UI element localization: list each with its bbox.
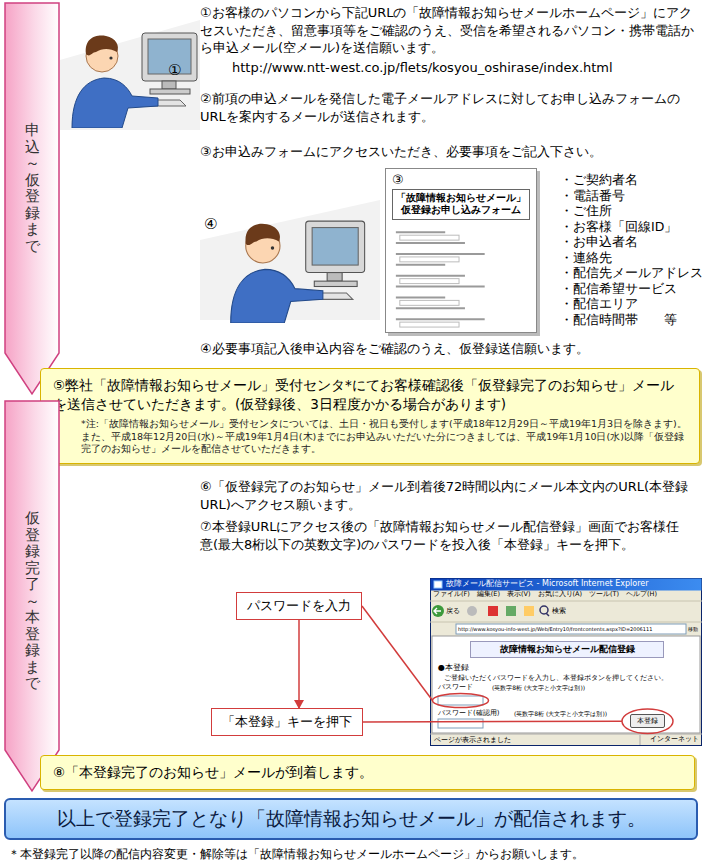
field-item: ・配信先メールアドレス <box>560 265 703 282</box>
phase-band: 申込～仮登録まで <box>4 2 60 395</box>
field-item: ・配信希望サービス <box>560 281 677 298</box>
step-text: ④必要事項記入後申込内容をご確認のうえ、仮登録送信願います。 <box>200 340 589 358</box>
leader-line <box>363 720 622 722</box>
field-item: ・連絡先 <box>560 250 612 267</box>
browser-screenshot: 故障メール配信サービス - Microsoft Internet Explore… <box>430 578 702 746</box>
person-at-computer <box>72 33 197 128</box>
step-box: ⑤弊社「故障情報お知らせメール」受付センタ*にてお客様確認後「仮登録完了のお知ら… <box>40 368 700 464</box>
callout-number: ④ <box>204 214 217 234</box>
step-text: ⑥「仮登録完了のお知らせ」メール到着後72時間以内にメール本文内のURL(本登録… <box>200 478 690 513</box>
person-at-computer <box>231 221 365 323</box>
button: 本登録 <box>630 714 665 728</box>
banner-text: 以上で登録完了となり「故障情報お知らせメール」が配信されます。 <box>16 806 686 832</box>
toolbar-label: 検索 <box>552 607 566 615</box>
step-text: ②前項の申込メールを発信した電子メールアドレスに対してお申し込みフォームのURL… <box>200 90 700 125</box>
callout-box: 「本登録」キーを押下 <box>211 708 363 736</box>
url-text: http://www.ntt-west.co.jp/flets/kosyou_o… <box>232 59 613 77</box>
field-item: ・お申込者名 <box>560 234 638 251</box>
highlight-circle <box>622 709 673 733</box>
step-text: ①お客様のパソコンから下記URLの「故障情報お知らせメールホームページ」にアクセ… <box>200 4 700 57</box>
field-label: パスワード <box>438 683 473 691</box>
field-item: ・配信エリア <box>560 296 638 313</box>
phase-label: 仮登録完了～本登録まで <box>25 510 40 692</box>
status-text: インターネット <box>650 736 699 744</box>
field-item: ・ご契約者名 <box>560 172 638 189</box>
address-url: http://www.kosyou-info-west.jp/Web/Entry… <box>458 626 652 632</box>
field-item: ・電話番号 <box>560 188 625 205</box>
field-hint: (英数字8桁 (大文字と小文字は別)) <box>492 684 585 691</box>
step-box: ⑧「本登録完了のお知らせ」メールが到着します。 <box>40 755 695 790</box>
step-text: ⑧「本登録完了のお知らせ」メールが到着します。 <box>53 763 682 782</box>
phase-band: 仮登録完了～本登録まで <box>4 400 60 792</box>
callout-text: パスワードを入力 <box>247 597 351 615</box>
window-title: 故障メール配信サービス - Microsoft Internet Explore… <box>446 579 649 589</box>
leader-line <box>362 606 433 701</box>
status-text: ページが表示されました <box>434 736 511 744</box>
callout-number: ③ <box>392 172 530 187</box>
callout-box: パスワードを入力 <box>236 592 362 620</box>
form-sheet: ③ 「故障情報お知らせメール」 仮登録お申し込みフォーム <box>385 168 537 333</box>
arrow-connector <box>298 620 300 708</box>
form-title: 「故障情報お知らせメール」 仮登録お申し込みフォーム <box>392 189 530 220</box>
step-text: ⑦本登録URLにアクセス後の「故障情報お知らせメール配信登録」画面でお客様任意(… <box>200 518 690 553</box>
field-label: パスワード(確認用) <box>438 709 499 717</box>
result-banner: 以上で登録完了となり「故障情報お知らせメール」が配信されます。 <box>4 798 698 840</box>
shadow-wedge <box>60 20 200 130</box>
field-hint: (英数字8桁 (大文字と小文字は別)) <box>514 710 607 717</box>
page-heading: 故障情報お知らせメール配信登録 <box>470 641 664 658</box>
menu-bar: ファイル(F) 編集(E) 表示(V) お気に入り(A) ツール(T) ヘルプ(… <box>433 591 657 599</box>
note-text: *注:「故障情報お知らせメール」受付センタについては、土日・祝日も受付します(平… <box>81 418 687 456</box>
instruction-text: ご登録いただくパスワードを入力し、本登録ボタンを押してください。 <box>444 674 668 682</box>
phase-label: 申込～仮登録まで <box>25 122 40 254</box>
step-text: ③お申込みフォームにアクセスいただき、必要事項をご記入下さい。 <box>200 143 700 161</box>
footnote: ＊本登録完了以降の配信内容変更・解除等は「故障情報お知らせメールホームページ」か… <box>8 846 584 862</box>
toolbar-label: 戻る <box>446 607 460 615</box>
field-item: ・お客様「回線ID」 <box>560 219 677 236</box>
toolbar-label: 移動 <box>688 626 698 632</box>
field-item: ・ご住所 <box>560 203 612 220</box>
section-heading: ●本登録 <box>438 663 469 673</box>
highlight-circle <box>433 694 489 708</box>
callout-number: ① <box>168 60 181 80</box>
callout-text: 「本登録」キーを押下 <box>222 713 352 731</box>
step-text: ⑤弊社「故障情報お知らせメール」受付センタ*にてお客様確認後「仮登録完了のお知ら… <box>53 376 687 414</box>
field-item: ・配信時間帯 等 <box>560 312 677 329</box>
